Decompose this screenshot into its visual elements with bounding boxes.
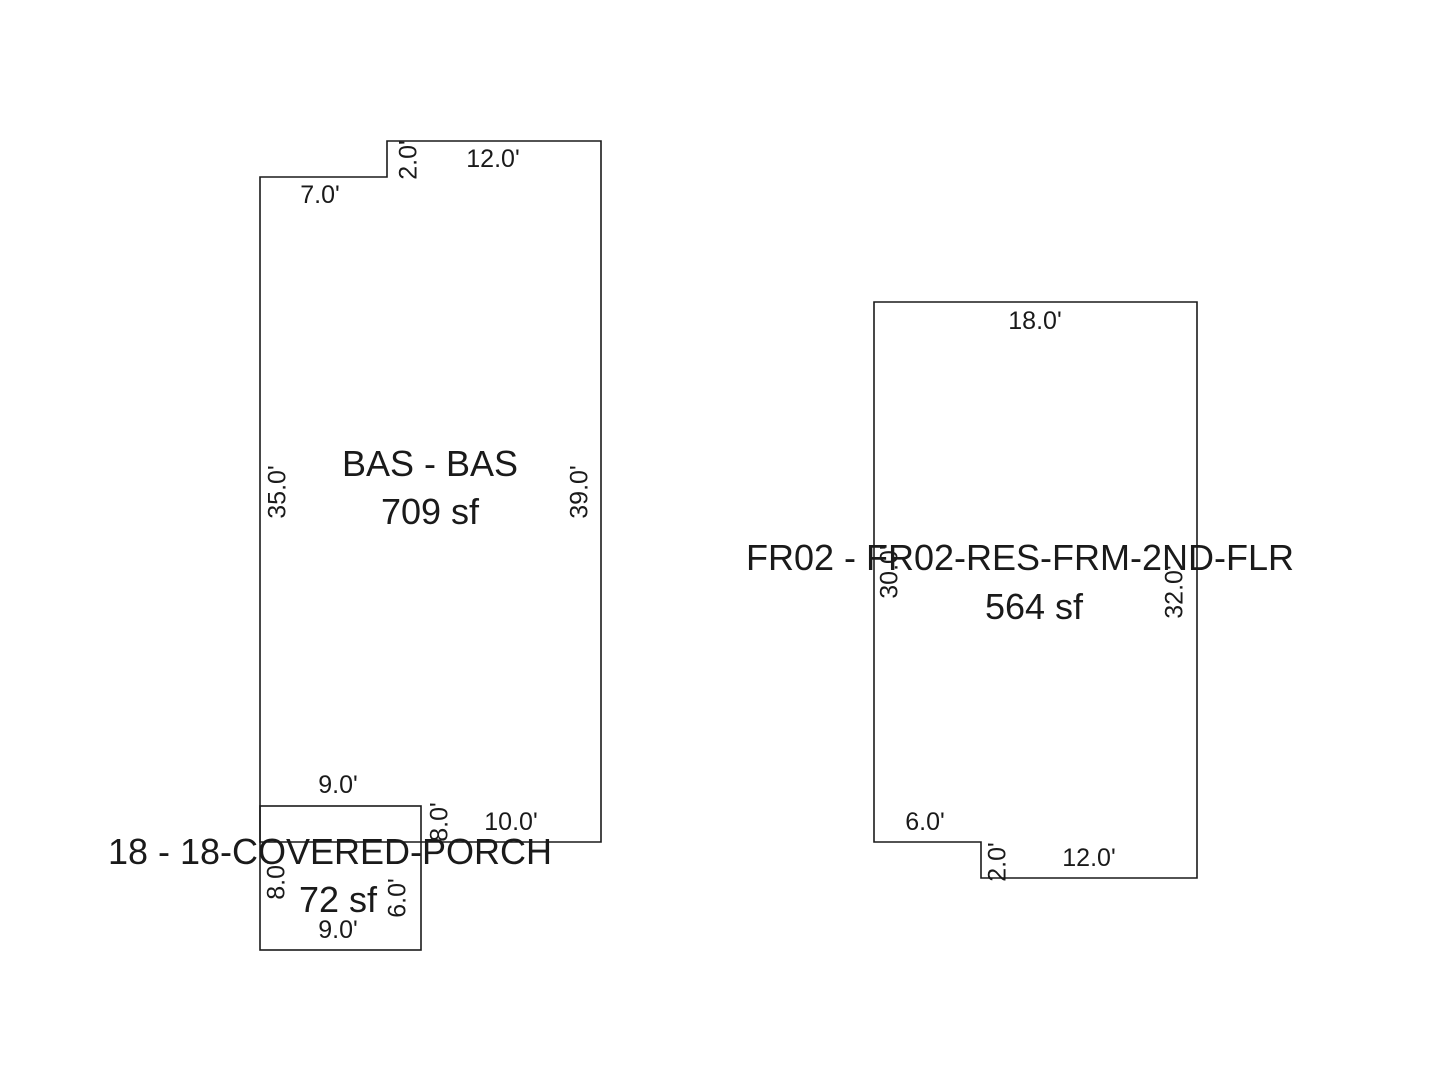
porch-dim-bottom: 9.0' <box>318 916 358 944</box>
bas-dim-left: 35.0' <box>264 465 292 518</box>
fr02-dim-bottom-left: 6.0' <box>905 808 945 836</box>
fr02-area: 564 sf <box>985 586 1084 627</box>
fr02-dim-right: 32.0' <box>1161 565 1189 618</box>
porch-dim-right-lower: 6.0' <box>384 878 412 918</box>
bas-dim-bottom-right: 10.0' <box>484 808 537 836</box>
porch-title: 18 - 18-COVERED-PORCH <box>108 831 552 872</box>
fr02-dim-top: 18.0' <box>1008 307 1061 335</box>
bas-dim-top-left-step: 7.0' <box>300 181 340 209</box>
bas-dim-top: 12.0' <box>466 145 519 173</box>
bas-dim-right: 39.0' <box>566 465 594 518</box>
porch-dim-left: 8.0' <box>263 860 291 900</box>
porch-dim-right-upper: 8.0' <box>426 802 454 842</box>
bas-area: 709 sf <box>381 491 480 532</box>
porch-area: 72 sf <box>299 879 378 920</box>
fr02-dim-step-rise: 2.0' <box>984 842 1012 882</box>
fr02-title: FR02 - FR02-RES-FRM-2ND-FLR <box>746 537 1294 578</box>
fr02-outline <box>873 301 1198 879</box>
porch-outline <box>259 805 422 951</box>
fr02-dim-bottom-right: 12.0' <box>1062 844 1115 872</box>
fr02-dim-left: 30.0' <box>876 545 904 598</box>
bas-dim-bottom-left: 9.0' <box>318 771 358 799</box>
bas-title: BAS - BAS <box>342 443 518 484</box>
bas-dim-step-rise: 2.0' <box>395 140 423 180</box>
